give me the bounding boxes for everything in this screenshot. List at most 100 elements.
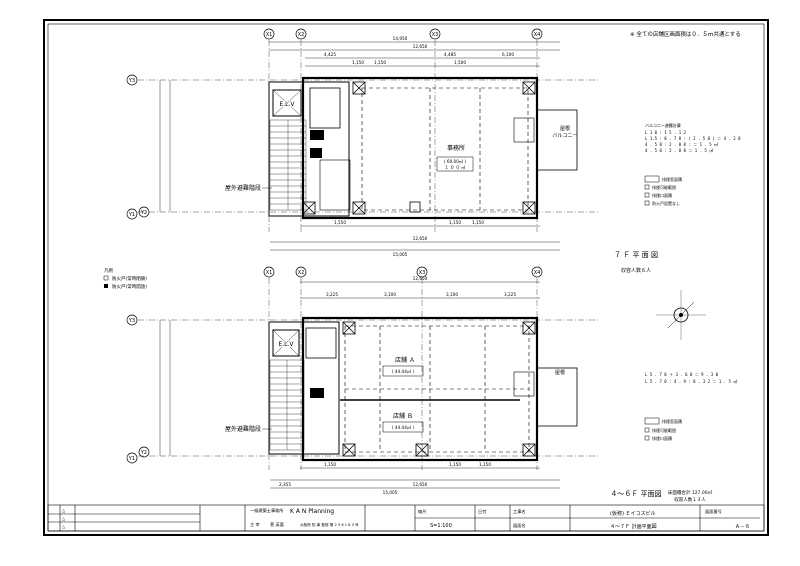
dim-7f-c: 6,100 <box>502 52 514 57</box>
dim-46f-b3: 1,150 <box>479 462 491 467</box>
architect-reg: 大阪府 知 事 登録 第 2 3 6 1 6 3 号 <box>300 522 359 527</box>
legend-rb-line-1: L 5 . 7 0 ＋ 3 . 6 0 ＝ 9 . 3 0 <box>645 372 719 377</box>
plan-46f-title: ４～６Ｆ 平面図 <box>610 490 661 498</box>
dim-46f-b4: 2,355 <box>279 482 291 487</box>
room-name-7f: 事務所 <box>447 144 465 152</box>
legend-rb-box-3: 排煙口面積 <box>652 435 672 441</box>
shop-b-label: 店舗 Ｂ <box>393 412 413 420</box>
grid-bubble-x1 <box>263 28 275 40</box>
legend-rt-box-4: 防火戸設置なし <box>652 200 680 206</box>
legend-rt-line-4: 4 . 5 0 : 2 . 8 8 ＝ 1 . 5 ㎡ <box>645 147 713 153</box>
sheet-number: Ａ－６ <box>735 524 750 530</box>
grid-bubble-x4 <box>531 28 543 40</box>
dim-46f-b: 3,100 <box>384 292 396 297</box>
shop-partitions-46f <box>344 325 530 453</box>
pipe-shaft-7f <box>319 159 351 211</box>
plan-7f-capacity: 収容人数６人 <box>621 267 651 274</box>
room-area-7f: ( 60.00㎡ ) <box>444 158 466 164</box>
legend-rt-box-3: 排煙口面積 <box>652 192 672 198</box>
columns-46f <box>342 321 536 457</box>
plan-7f: X1 X2 X3 X4 14,950 12,650 4,425 <box>126 28 658 274</box>
legend-left-item-2: 防火戸(常時開放) <box>112 283 147 290</box>
title-block-text: △ △ △ 一級建築士事務所 K A N Planning 主 宰 菅 英喜 大… <box>62 507 750 530</box>
grid-label-x2-46f: X2 <box>298 270 305 276</box>
legend-right-bottom: L 5 . 7 0 ＋ 3 . 6 0 ＝ 9 . 3 0 L 5 . 7 0 … <box>644 372 737 441</box>
sheet-border <box>43 19 769 536</box>
dim-labels-bottom-46f: 1,150 1,150 1,150 2,355 12,650 15,005 <box>279 462 491 495</box>
grid-label-x3: X3 <box>432 32 439 38</box>
legend-left-title: 凡例 <box>104 267 113 274</box>
dim-7f-mid: 12,650 <box>413 44 428 49</box>
grid-label-y2-46f: Y2 <box>140 450 147 456</box>
grid-bubble-y3-7f <box>126 74 138 86</box>
date-label: 日付 <box>478 508 486 515</box>
dim-lines-left-46f <box>159 320 171 456</box>
stair-label-46f: 屋外避難階段 <box>225 425 261 433</box>
dim-lines-top-46f <box>300 281 540 299</box>
grid-label-y2-7f: Y2 <box>140 210 147 216</box>
grid-label-x2: X2 <box>298 32 305 38</box>
rev-mark-2: △ <box>62 516 66 521</box>
grid-label-x4: X4 <box>534 32 541 38</box>
wall-outline-7f <box>301 76 539 220</box>
legend-right-top: バルコニー避難計算 L 1 0 : 1 5 . 1 2 L 1.5 : 8 . … <box>644 122 741 206</box>
scale-label: 縮尺 <box>418 508 426 515</box>
grid-label-y3-7f: Y3 <box>128 78 135 84</box>
scale-value: S=1:100 <box>430 523 452 529</box>
office-partitions-7f <box>361 87 529 211</box>
legend-left: 凡例 防火戸(常時閉鎖) 防火戸(常時開放) <box>103 267 147 290</box>
dim-7f-b5: 15,005 <box>393 252 408 257</box>
core-block-46f <box>268 321 340 455</box>
firm-label: 一級建築士事務所 <box>250 507 284 514</box>
dim-46f-b1: 1,150 <box>324 462 336 467</box>
project-label: 工事名 <box>513 508 526 515</box>
legend-rb-line-2: L 5 . 7 0 : 4 . 9 : 8 . 3 2 ＝ 1 . 5 ㎡ <box>645 378 737 384</box>
balcony-7f <box>536 109 578 171</box>
architect-role: 主 宰 <box>250 521 260 528</box>
grid-lines-46f <box>138 278 600 470</box>
dim-7f-b2: 1,150 <box>449 220 461 225</box>
columns-7f <box>302 81 536 215</box>
sheet-inner-border <box>47 23 765 532</box>
dim-lines-top-7f <box>269 41 560 67</box>
note-top-right: ※ 全ての店舗区画面積は０．５ｍ共通とする <box>630 30 741 38</box>
legend-rt-line-1: L 1 0 : 1 5 . 1 2 <box>645 130 687 135</box>
shop-b-area: ( 44.44㎡ ) <box>392 424 414 430</box>
shop-a-label: 店舗 Ａ <box>395 356 415 364</box>
drawing-name: ４～７Ｆ 計画平面図 <box>610 523 657 530</box>
dim-46f-b6: 15,005 <box>383 490 398 495</box>
dim-46f-a: 3,225 <box>326 292 338 297</box>
core-block-7f <box>268 81 350 217</box>
room-area2-7f: １ ０ ０ ㎡ <box>445 164 467 170</box>
dim-7f-overall: 14,950 <box>393 36 408 41</box>
grid-label-x4-46f: X4 <box>534 270 541 276</box>
grid-label-y1-7f: Y1 <box>128 212 135 218</box>
legend-rt-title: バルコニー避難計算 <box>645 122 681 128</box>
elevator-shaft-46f <box>272 329 300 357</box>
dim-7f-d: 1,150 <box>352 60 364 65</box>
legend-rb-box-1: 排煙窓面積 <box>662 418 682 424</box>
dim-7f-b3: 1,150 <box>472 220 484 225</box>
wc-7f <box>309 87 341 129</box>
rev-mark-1: △ <box>62 508 66 513</box>
legend-rt-box-2: 排煙可能範囲 <box>652 184 676 190</box>
firm-name: K A N Planning <box>290 508 334 515</box>
plan-46f-capacity: 収容人数１３人 <box>674 496 706 503</box>
legend-rb-box-2: 排煙可能範囲 <box>652 427 676 433</box>
project-name: (仮称) Ｅイコスビル <box>610 510 656 517</box>
grid-label-y3-46f: Y3 <box>128 318 135 324</box>
rev-mark-3: △ <box>62 524 66 529</box>
sheet-label: 図面番号 <box>705 508 722 515</box>
grid-bubble-y2-7f <box>138 206 150 218</box>
dim-46f-b5: 12,650 <box>413 482 428 487</box>
grid-bubble-y1-46f <box>126 452 138 464</box>
dim-7f-a: 4,425 <box>324 52 336 57</box>
balcony-46f <box>536 367 578 427</box>
plan-46f: X1 X2 X3 X4 12,650 3,225 3,100 3,100 3,2… <box>126 266 713 503</box>
grid-bubble-x3 <box>429 28 441 40</box>
architect-name: 菅 英喜 <box>270 521 284 528</box>
elevator-label-7f: E.L.V <box>279 101 295 108</box>
legend-rt-line-3: 4 . 5 0 : 2 . 8 8 : ＝ 1 . 5 ㎡ <box>645 141 718 147</box>
stair-treads-46f <box>269 359 305 451</box>
